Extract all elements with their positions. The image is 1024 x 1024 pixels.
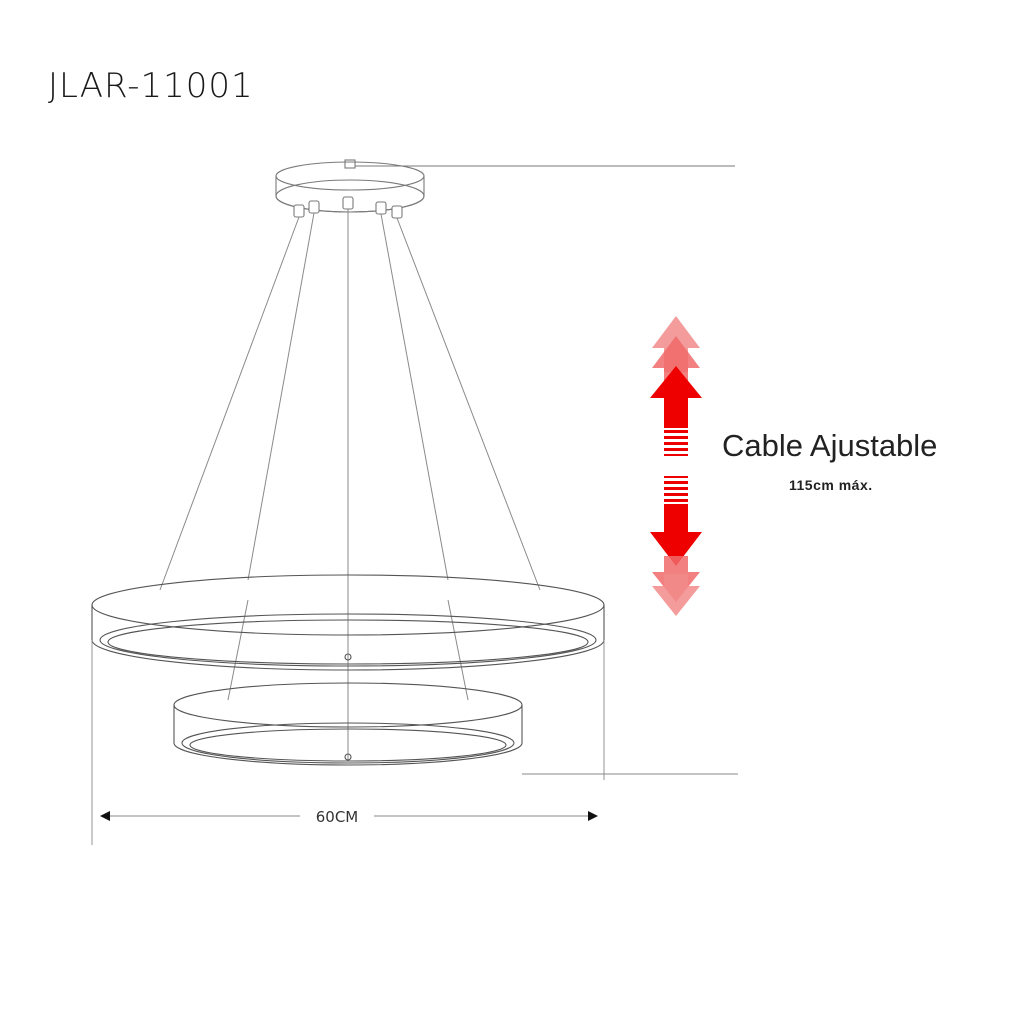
cable-grips (293, 196, 403, 219)
model-code: JLAR-11001 (48, 66, 254, 106)
dimension-lines (91, 640, 738, 845)
suspension-cables (159, 209, 541, 760)
double-vertical-arrow-icon (650, 316, 702, 616)
width-arrow-left-icon (100, 811, 110, 821)
width-dimension-label: 60CM (302, 808, 372, 826)
lower-ring (173, 682, 523, 766)
cable-adjustable-label: Cable Ajustable (722, 428, 938, 463)
cable-max-length: 115cm máx. (789, 477, 873, 493)
width-arrow-right-icon (588, 811, 598, 821)
ceiling-canopy (275, 159, 425, 213)
upper-ring (91, 574, 605, 671)
